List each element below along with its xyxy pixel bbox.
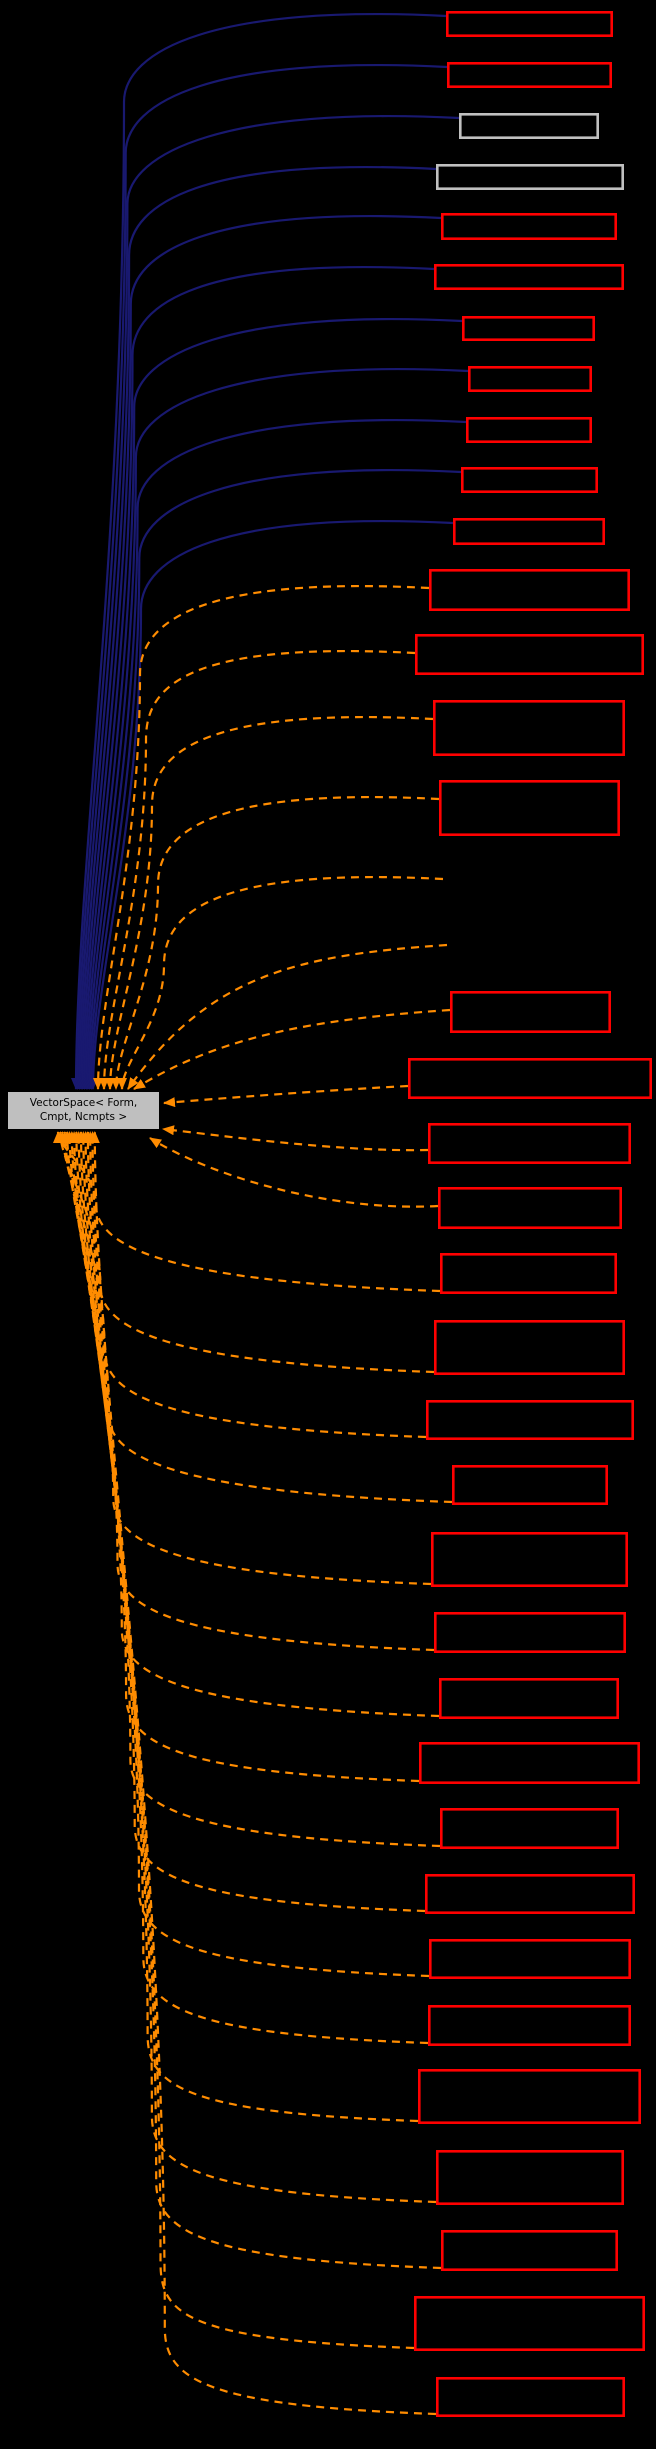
related-class-node[interactable] [440,213,617,241]
usage-edge [57,1131,427,1439]
usage-edge [111,795,440,1090]
inheritance-edge [86,468,462,1090]
related-class-node[interactable] [433,1320,625,1376]
vectorspace-label-line1: VectorSpace< Form, [29,1097,138,1110]
related-class-node[interactable] [407,1058,652,1100]
related-class-node[interactable] [446,61,612,88]
inheritance-edge [81,317,463,1090]
related-class-node[interactable] [438,1678,619,1720]
related-class-node[interactable] [430,1532,628,1588]
usage-edge [53,1131,441,1293]
related-class-node[interactable] [449,990,611,1033]
usage-edge [82,1131,437,2204]
vectorspace-class-node: VectorSpace< Form, Cmpt, Ncmpts > [7,1091,160,1130]
usage-edge [149,1137,439,1208]
related-class-node[interactable] [460,466,598,493]
usage-edge [55,1131,435,1374]
related-class-node[interactable] [428,568,630,611]
usage-edge [69,1131,420,1783]
related-class-node[interactable] [414,633,644,675]
inheritance-edge [77,214,442,1090]
related-class-node[interactable] [413,2296,645,2352]
related-class-node [444,861,611,900]
inheritance-edge [88,519,454,1090]
usage-edge [99,649,416,1090]
related-class-node[interactable] [433,263,624,290]
inheritance-edge [82,367,469,1090]
inheritance-edge [84,418,467,1090]
related-class-node[interactable] [439,1808,619,1850]
related-class-node[interactable] [445,11,613,37]
edges-layer [53,12,469,2416]
related-class-node[interactable] [440,2230,618,2272]
related-class-node[interactable] [435,164,624,191]
related-class-node[interactable] [465,416,592,443]
related-class-node[interactable] [425,1400,634,1441]
boxes-layer [407,11,652,2418]
related-class-node[interactable] [467,365,592,392]
related-class-node[interactable] [461,315,595,341]
related-class-node[interactable] [451,1465,608,1506]
related-class-node[interactable] [418,1742,640,1785]
related-class-node[interactable] [435,2150,624,2206]
related-class-node[interactable] [428,1939,631,1980]
related-class-node[interactable] [427,2005,631,2047]
usage-edge [66,1131,440,1718]
related-class-node[interactable] [433,1612,626,1654]
related-class-node[interactable] [437,1187,622,1230]
usage-edge [127,943,448,1090]
usage-edge [93,584,430,1090]
usage-edge [80,1131,419,2123]
related-class-node [448,927,615,966]
related-class-node[interactable] [435,2377,625,2418]
related-class-node[interactable] [432,699,625,756]
related-class-node[interactable] [439,1253,617,1295]
related-class-node[interactable] [438,779,620,836]
usage-edge [163,1084,409,1108]
usage-edge [89,1131,437,2416]
inheritance-edge [79,265,435,1090]
usage-edge [87,1131,415,2350]
inheritance-edge [71,12,447,1090]
inheritance-edge [72,63,448,1090]
related-class-node[interactable] [427,1123,631,1165]
inheritance-edge [76,165,437,1090]
usage-edge [117,875,444,1090]
usage-edge [76,1131,430,1978]
usage-edge [133,1008,451,1090]
related-class-node[interactable] [458,113,599,140]
inheritance-edge [74,114,460,1090]
usage-edge [85,1131,442,2270]
related-class-node[interactable] [452,517,605,545]
usage-edge [162,1125,429,1152]
vectorspace-label-line2: Cmpt, Ncmpts > [39,1110,128,1123]
usage-edge [105,715,434,1090]
related-class-node[interactable] [424,1874,635,1915]
usage-edge [78,1131,429,2045]
related-class-node[interactable] [417,2069,641,2125]
usage-edge [59,1131,453,1504]
usage-edge [73,1131,426,1913]
usage-edge [71,1131,441,1848]
